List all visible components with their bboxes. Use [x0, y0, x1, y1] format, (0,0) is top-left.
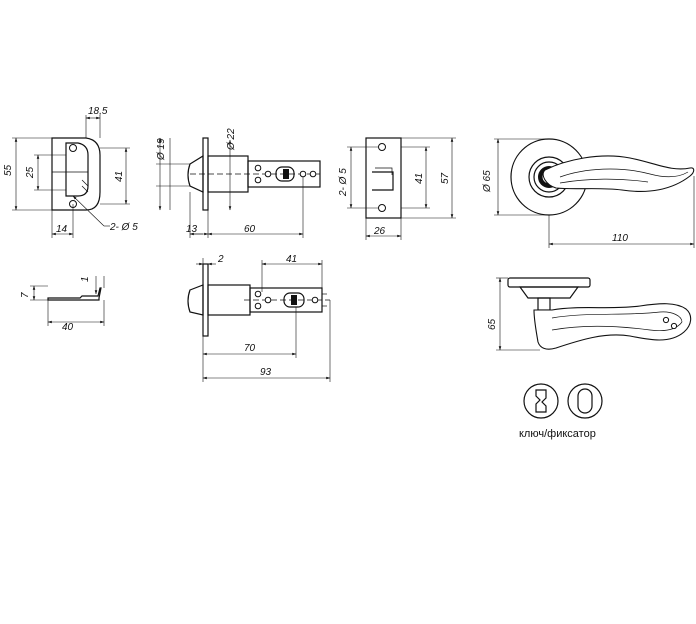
- mounting-hole: [378, 143, 386, 151]
- latch-faceplate-view: 2- Ø 5 41 57 26: [338, 137, 456, 240]
- dimension-label: 2- Ø 5: [109, 222, 138, 233]
- latch-hole: [299, 170, 307, 178]
- dimension-label: 93: [260, 367, 272, 378]
- latch-hole: [254, 176, 262, 184]
- latch-top-view: Ø 19 Ø 22 13 60: [156, 128, 321, 238]
- dimension-label: 60: [244, 224, 256, 235]
- dimension-label: 7: [20, 292, 31, 298]
- thumbturn-caption: ключ/фиксатор: [519, 428, 596, 440]
- dimension-label: 25: [25, 166, 36, 179]
- dimension-label: 40: [62, 322, 74, 333]
- dimension-label: 1: [80, 276, 91, 282]
- dimension-label: 14: [56, 224, 68, 235]
- strike-plate-front-view: 18,5 55 25 41 14 2- Ø 5: [3, 106, 138, 238]
- latch-hole: [254, 290, 262, 298]
- latch-bottom-view: 2 41 70 93: [187, 254, 331, 382]
- dimension-label: 13: [186, 224, 198, 235]
- dimension-label: 26: [373, 226, 386, 237]
- dimension-label: 41: [114, 171, 125, 182]
- dimension-label: Ø 19: [156, 138, 167, 161]
- dimension-label: 55: [3, 164, 14, 176]
- key-cylinder-icon: [523, 383, 559, 419]
- dimension-label: 2: [217, 254, 224, 265]
- handle-side-view: 65: [487, 277, 692, 351]
- dimension-label: 41: [286, 254, 297, 265]
- latch-hole: [264, 296, 272, 304]
- dimension-label: 2- Ø 5: [338, 168, 349, 197]
- latch-hole: [309, 170, 317, 178]
- mounting-hole: [378, 204, 386, 212]
- thumbturn-legend: ключ/фиксатор: [519, 383, 603, 440]
- latch-hole: [254, 164, 262, 172]
- dimension-label: 110: [612, 233, 628, 244]
- dimension-label: Ø 65: [482, 170, 493, 193]
- latch-hole: [254, 302, 262, 310]
- strike-plate-side-view: 7 1 40: [20, 276, 105, 333]
- dimension-label: 65: [487, 318, 498, 330]
- mounting-hole: [69, 144, 77, 152]
- dimension-label: 41: [414, 173, 425, 184]
- handle-front-view: Ø 65 110: [482, 138, 695, 248]
- latch-hole: [264, 170, 272, 178]
- lock-indicator-icon: [567, 383, 603, 419]
- dimension-label: Ø 22: [226, 128, 237, 151]
- dimension-label: 57: [440, 172, 451, 184]
- dimension-label: 70: [244, 343, 256, 354]
- dimension-label: 18,5: [88, 106, 108, 117]
- latch-hole: [311, 296, 319, 304]
